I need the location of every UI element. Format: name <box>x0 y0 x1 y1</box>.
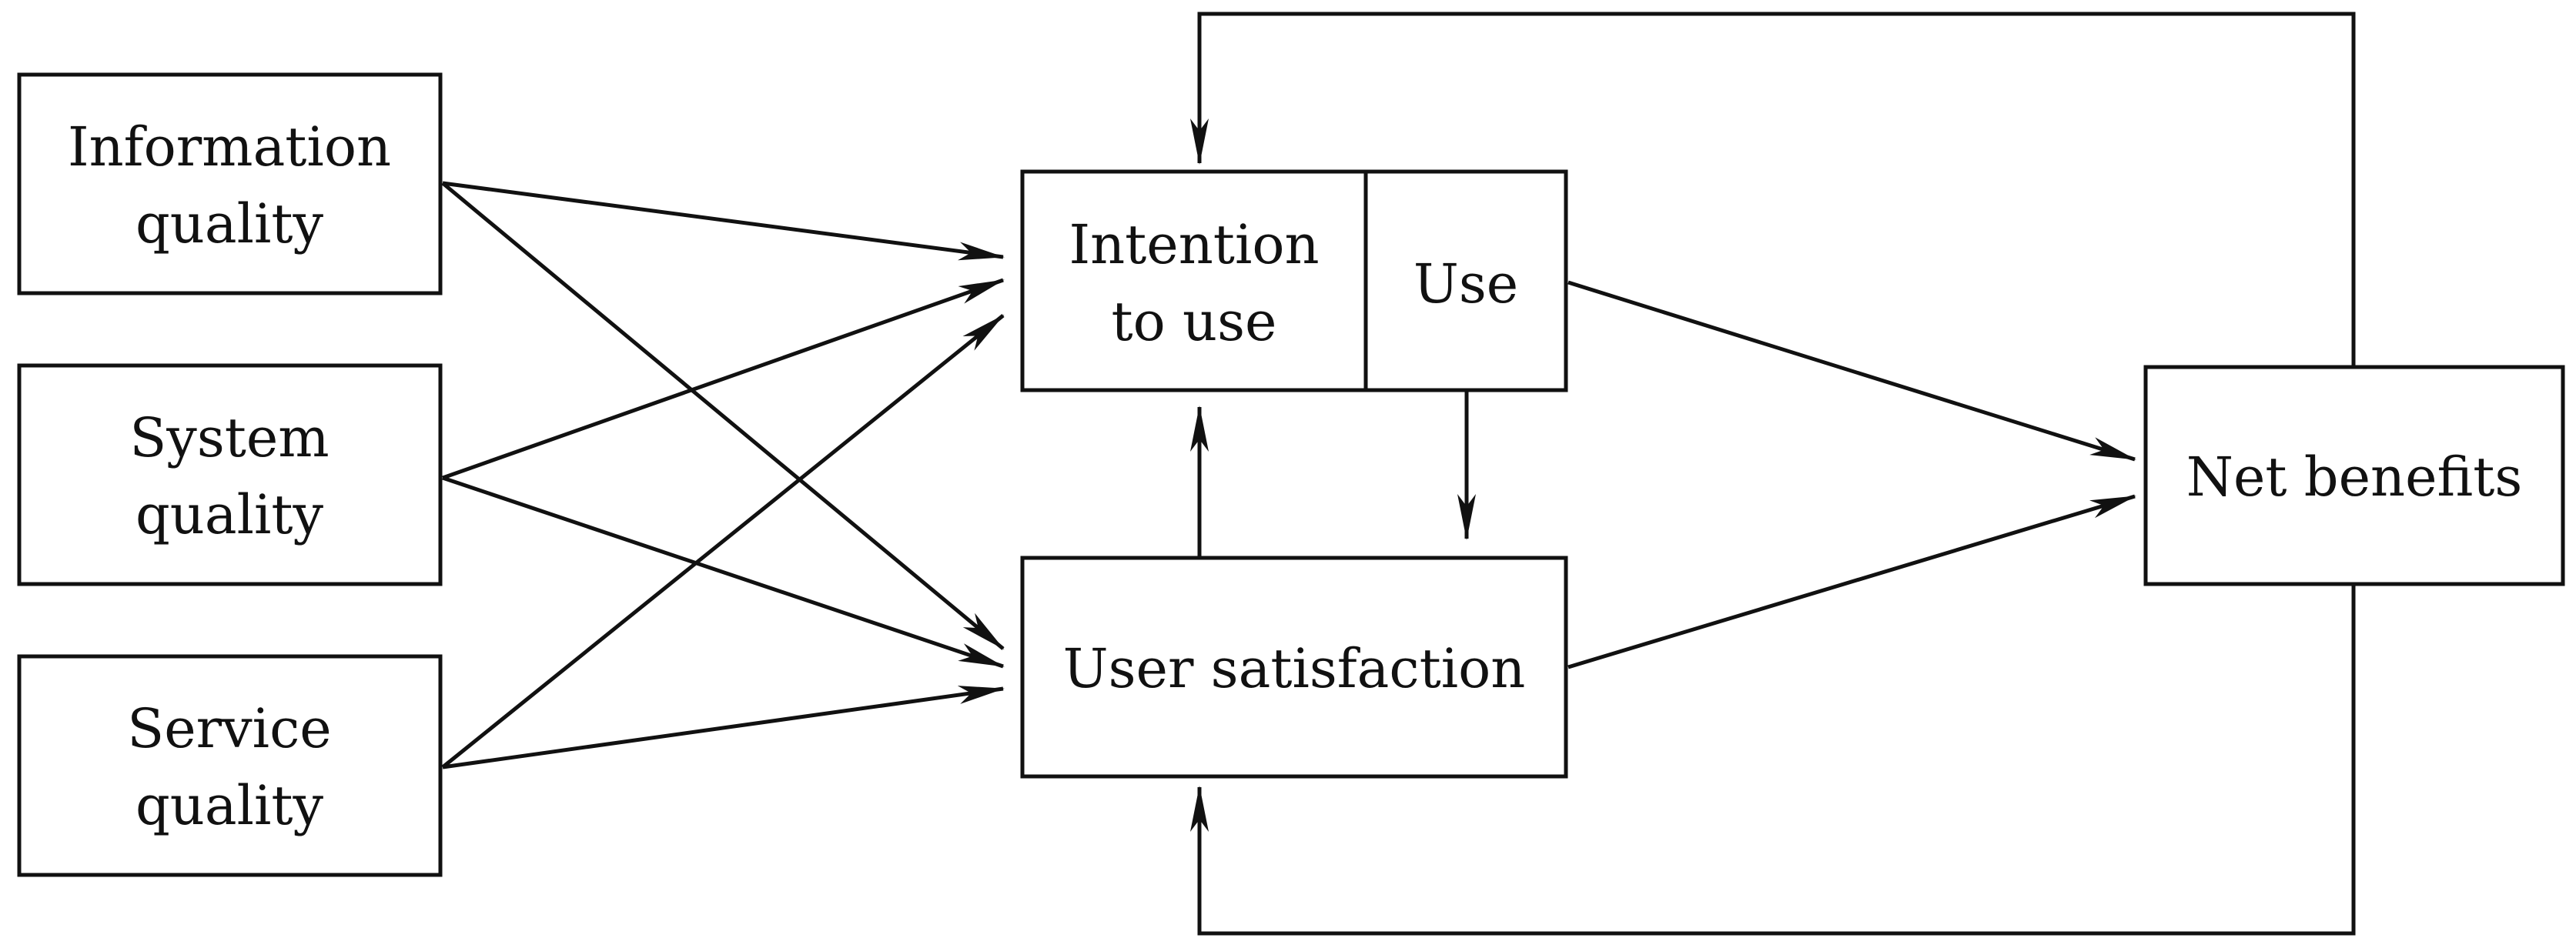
net-benefits-label: Net benefits <box>2186 446 2523 509</box>
service-quality-box <box>17 654 443 877</box>
service-quality-label-line2: quality <box>135 774 324 837</box>
user-satisfaction-label: User satisfaction <box>1063 637 1526 700</box>
arrow-net-benefits-to-intention-feedback <box>1190 12 2356 366</box>
arrow-service-quality-to-intention <box>441 314 1005 769</box>
node-user-satisfaction: User satisfaction <box>1020 556 1568 779</box>
node-information-quality: Information quality <box>17 72 443 295</box>
arrow-system-quality-to-user-satisfaction <box>442 476 1005 669</box>
arrow-service-quality-to-user-satisfaction <box>442 686 1005 769</box>
arrow-information-quality-to-intention <box>442 181 1005 261</box>
arrow-user-satisfaction-to-net-benefits <box>1567 494 2136 669</box>
arrow-use-to-net-benefits <box>1567 280 2136 462</box>
arrow-system-quality-to-intention <box>442 278 1005 480</box>
net-benefits-box <box>2143 365 2565 586</box>
information-quality-box <box>17 72 443 295</box>
system-quality-label-line1: System <box>129 406 329 469</box>
intention-to-use-label-line1: Intention <box>1069 213 1319 276</box>
node-service-quality: Service quality <box>17 654 443 877</box>
node-net-benefits: Net benefits <box>2143 365 2565 586</box>
intention-to-use-label-line2: to use <box>1112 290 1277 353</box>
system-quality-box <box>17 363 443 586</box>
use-label: Use <box>1413 252 1518 315</box>
user-satisfaction-box <box>1020 556 1568 779</box>
arrows <box>441 12 2356 936</box>
service-quality-label-line1: Service <box>127 697 331 760</box>
arrow-net-benefits-to-user-satisfaction-feedback <box>1190 585 2356 936</box>
node-system-quality: System quality <box>17 363 443 586</box>
intention-use-box <box>1020 169 1568 392</box>
system-quality-label-line2: quality <box>135 483 324 546</box>
information-quality-label-line2: quality <box>135 192 324 255</box>
information-quality-label-line1: Information <box>68 115 391 179</box>
arrow-information-quality-to-user-satisfaction <box>441 182 1005 650</box>
node-intention-to-use-and-use: Intention to use Use <box>1020 169 1568 392</box>
